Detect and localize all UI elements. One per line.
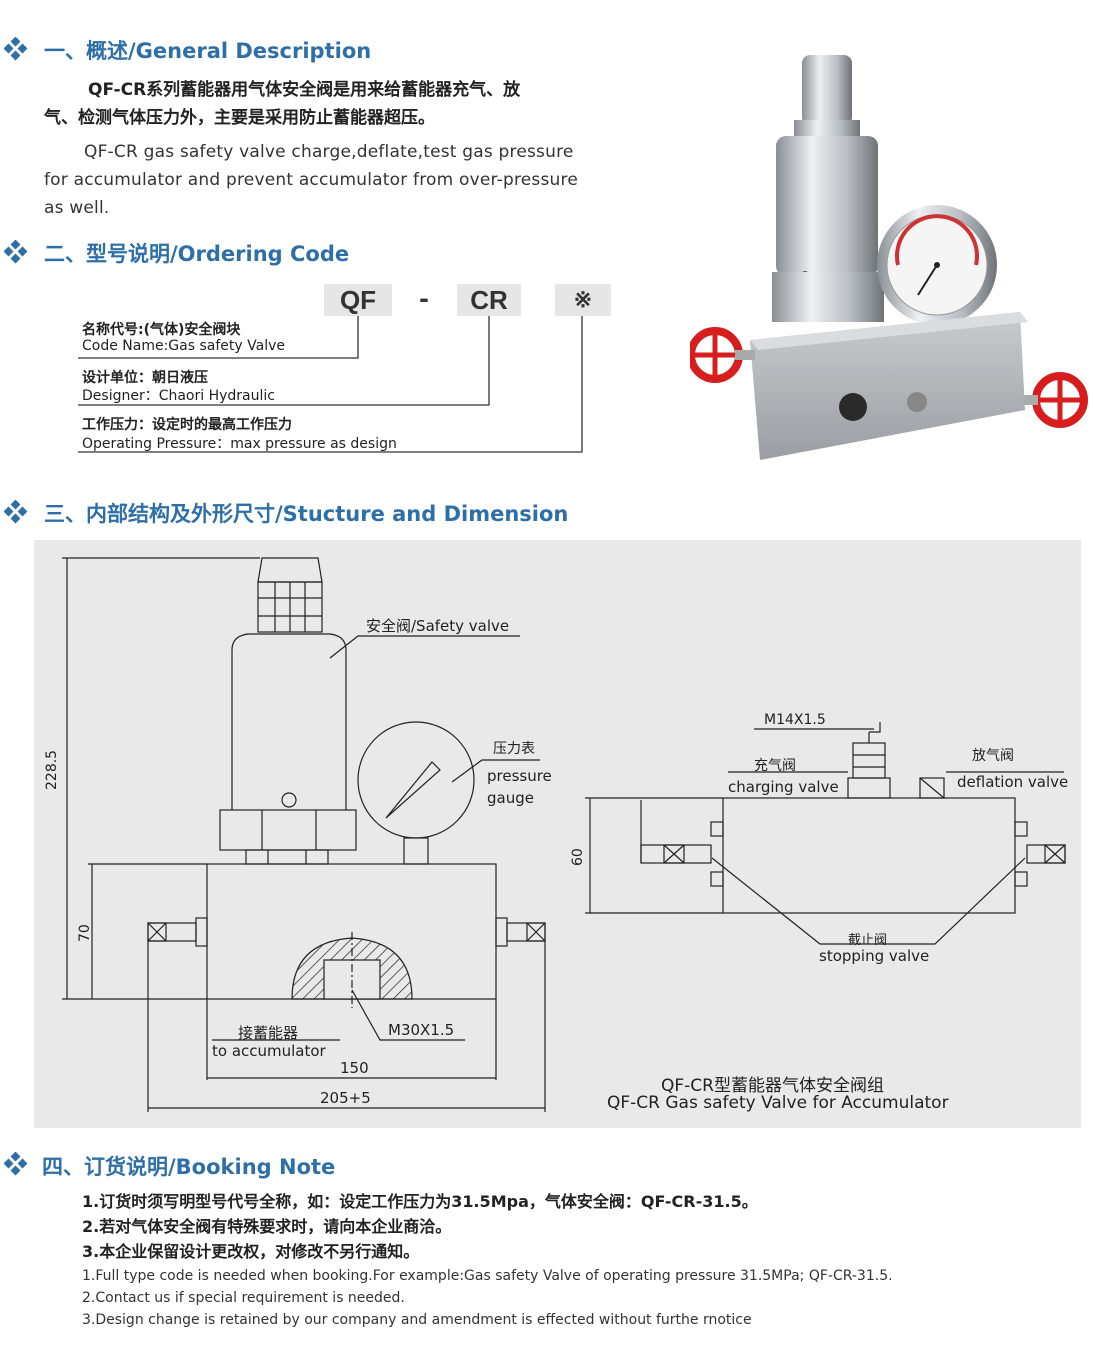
designer-en: Designer：Chaori Hydraulic: [82, 388, 275, 404]
label-stopping-cn: 截止阀: [848, 933, 888, 948]
general-en-line-3: as well.: [44, 198, 110, 218]
booking-en-note-2: 2.Contact us if special requirement is n…: [82, 1290, 405, 1306]
label-accumulator-cn: 接蓄能器: [238, 1024, 299, 1042]
dimension-228: 228.5: [44, 749, 60, 790]
booking-cn-note-2: 2.若对气体安全阀有特殊要求时，请向本企业商洽。: [82, 1217, 452, 1236]
dimension-70: 70: [77, 924, 93, 942]
ordering-code-leader-lines: [78, 316, 583, 453]
label-thread-m14: M14X1.5: [764, 712, 826, 728]
code-name-en: Code Name:Gas safety Valve: [82, 338, 285, 354]
dimension-205: 205+5: [320, 1089, 371, 1107]
code-part-pressure: ※: [555, 284, 611, 316]
code-name-cn: 名称代号:(气体)安全阀块: [82, 322, 241, 338]
booking-en-note-3: 3.Design change is retained by our compa…: [82, 1312, 752, 1328]
section-bullet-icon: [4, 500, 28, 524]
label-accumulator-en: to accumulator: [212, 1042, 326, 1060]
ordering-code-title: 二、型号说明/Ordering Code: [44, 242, 350, 266]
code-part-dash: -: [419, 285, 429, 313]
label-deflation-en: deflation valve: [957, 773, 1069, 791]
section-bullet-icon: [4, 37, 28, 61]
general-en-line-1: QF-CR gas safety valve charge,deflate,te…: [84, 142, 574, 162]
general-cn-line-1: QF-CR系列蓄能器用气体安全阀是用来给蓄能器充气、放: [88, 80, 521, 100]
label-deflation-cn: 放气阀: [972, 748, 1014, 764]
product-photo: [690, 55, 1088, 460]
general-cn-line-2: 气、检测气体压力外，主要是采用防止蓄能器超压。: [44, 108, 435, 128]
section-bullet-icon: [4, 240, 28, 264]
code-part-cr: CR: [457, 284, 521, 316]
designer-cn: 设计单位：朝日液压: [82, 370, 208, 386]
dimension-60: 60: [570, 848, 586, 866]
label-safety-valve: 安全阀/Safety valve: [366, 617, 510, 635]
drawing-caption-en: QF-CR Gas safety Valve for Accumulator: [607, 1093, 949, 1113]
label-thread-m30: M30X1.5: [388, 1021, 455, 1039]
drawing-panel: [34, 540, 1081, 1128]
label-gauge-en-2: gauge: [487, 789, 534, 807]
general-description-title: 一、概述/General Description: [44, 39, 372, 63]
operating-pressure-cn: 工作压力：设定时的最高工作压力: [82, 417, 292, 433]
label-gauge-en-1: pressure: [487, 767, 552, 785]
booking-cn-note-1: 1.订货时须写明型号代号全称，如：设定工作压力为31.5Mpa，气体安全阀：QF…: [82, 1192, 758, 1211]
operating-pressure-en: Operating Pressure：max pressure as desig…: [82, 436, 397, 452]
drawing-caption-cn: QF-CR型蓄能器气体安全阀组: [661, 1076, 884, 1096]
structure-title: 三、内部结构及外形尺寸/Stucture and Dimension: [44, 502, 569, 526]
general-en-line-2: for accumulator and prevent accumulator …: [44, 170, 578, 190]
label-stopping-en: stopping valve: [819, 947, 930, 965]
booking-en-note-1: 1.Full type code is needed when booking.…: [82, 1268, 893, 1284]
dimension-150: 150: [340, 1059, 369, 1077]
code-part-qf: QF: [324, 284, 392, 316]
technical-drawing: [62, 557, 1066, 1112]
label-charging-cn: 充气阀: [754, 758, 796, 774]
booking-note-title: 四、订货说明/Booking Note: [42, 1155, 336, 1179]
label-gauge-cn: 压力表: [493, 741, 535, 757]
section-bullet-icon: [4, 1152, 28, 1176]
booking-cn-note-3: 3.本企业保留设计更改权，对修改不另行通知。: [82, 1242, 420, 1261]
label-charging-en: charging valve: [728, 778, 839, 796]
